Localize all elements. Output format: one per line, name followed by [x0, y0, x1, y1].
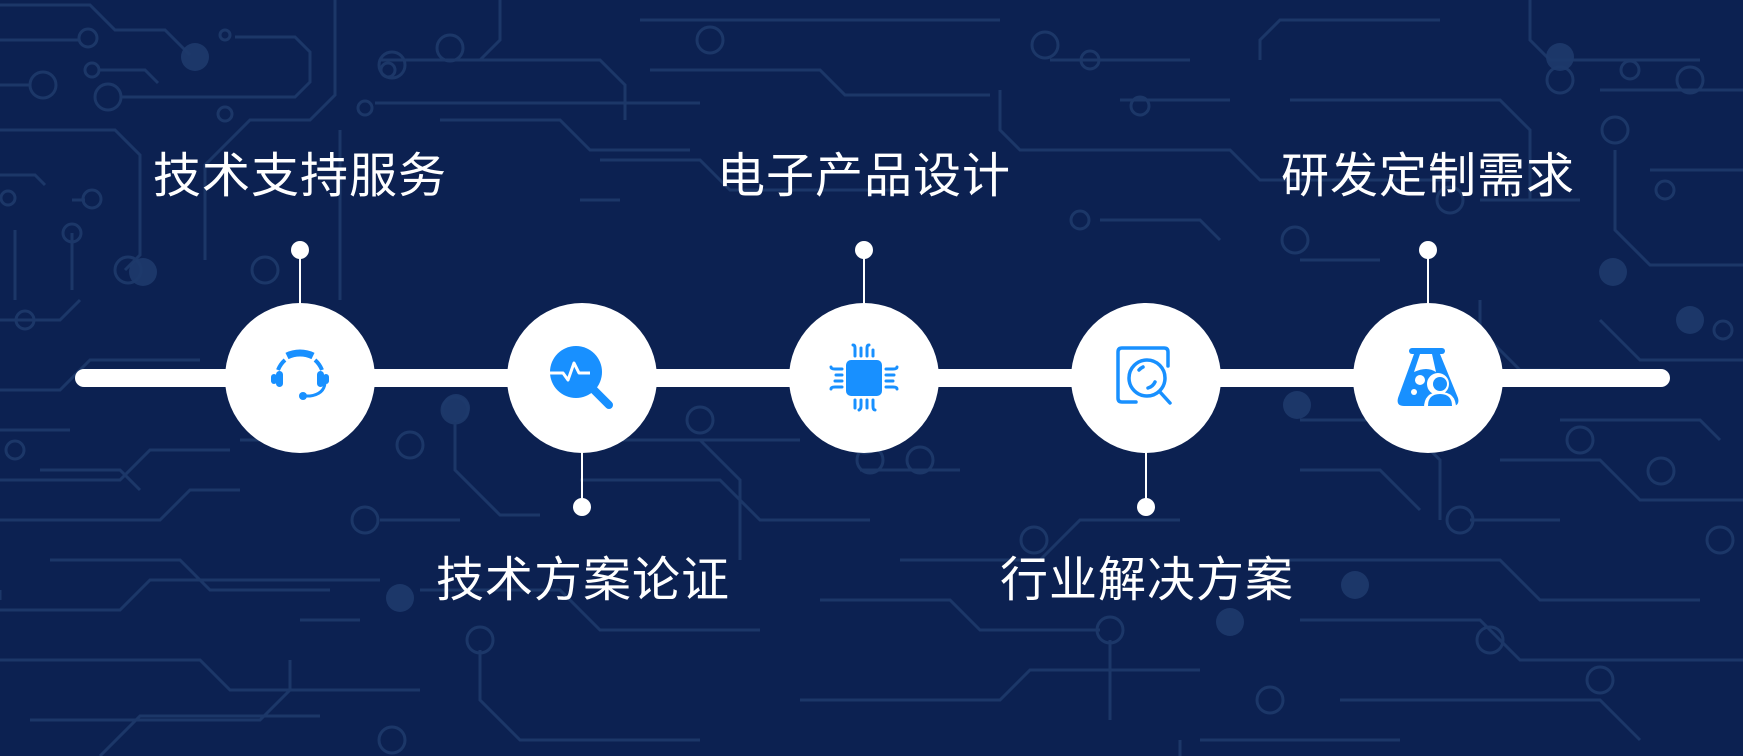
chip-icon: [829, 343, 899, 412]
node-label-solution-validation: 技术方案论证: [435, 552, 730, 608]
search-analysis-icon: [550, 346, 613, 409]
connector-stem: [1427, 250, 1429, 305]
node-solution-validation[interactable]: [507, 303, 657, 453]
node-label-industry-solutions: 行业解决方案: [999, 552, 1294, 608]
node-custom-rnd[interactable]: [1353, 303, 1503, 453]
node-industry-solutions[interactable]: [1071, 303, 1221, 453]
node-tech-support[interactable]: [225, 303, 375, 453]
headset-icon: [271, 349, 329, 400]
connector-stem: [581, 452, 583, 507]
node-product-design[interactable]: [789, 303, 939, 453]
scan-search-icon: [1116, 346, 1172, 405]
connector-stem: [299, 250, 301, 305]
connector-dot: [573, 498, 591, 516]
connector-stem: [863, 250, 865, 305]
connector-dot: [1137, 498, 1155, 516]
lab-flask-user-icon: [1397, 348, 1459, 408]
connector-stem: [1145, 452, 1147, 507]
node-label-custom-rnd: 研发定制需求: [1280, 148, 1575, 204]
node-label-tech-support: 技术支持服务: [152, 148, 447, 204]
node-label-product-design: 电子产品设计: [716, 148, 1011, 204]
